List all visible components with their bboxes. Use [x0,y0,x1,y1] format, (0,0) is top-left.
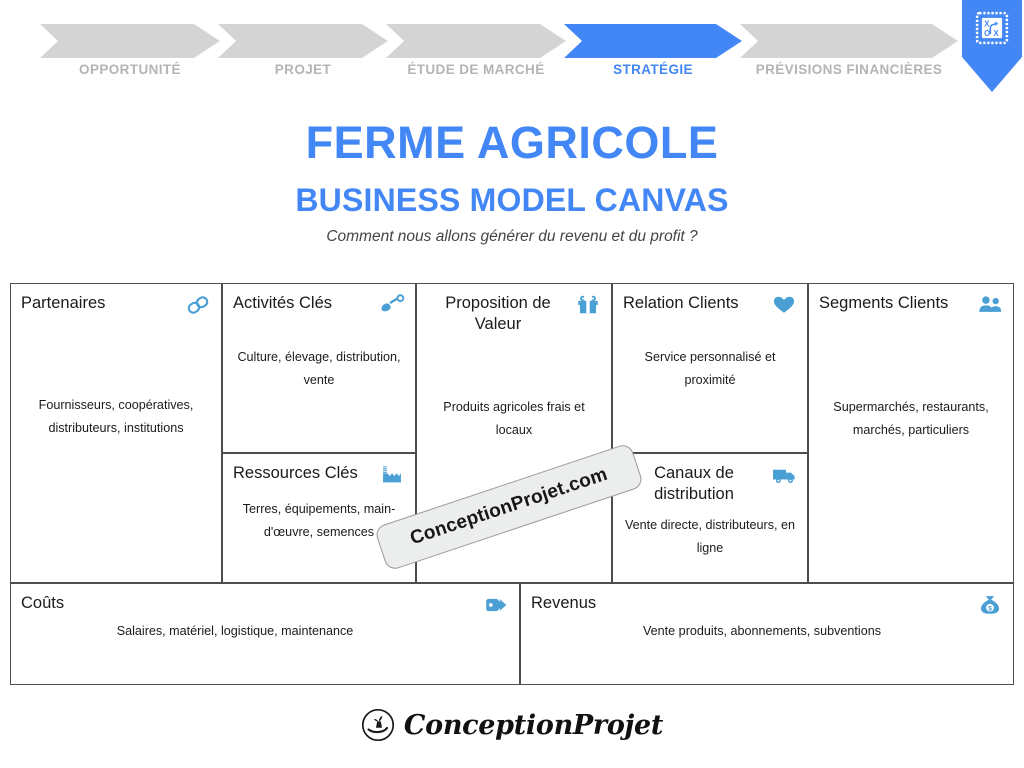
step-chevron-shape [564,24,742,58]
page-title: FERME AGRICOLE [305,117,719,168]
svg-text:X: X [984,20,990,29]
hand-seedling-circle-icon [361,708,394,742]
page-tagline: Comment nous allons générer du revenu et… [326,227,698,245]
block-body: Service personnalisé et proximité [644,350,776,388]
block-title: Canaux de distribution [654,464,734,503]
users-group-icon [979,296,1002,312]
block-body: Terres, équipements, main-d'œuvre, semen… [242,502,396,540]
step-chevron-shape [740,24,958,58]
block-title: Activités Clés [233,294,333,312]
block-body: Supermarchés, restaurants, marchés, part… [833,400,989,438]
block-header: Revenus $ [531,593,1003,617]
footer-brand-name: ConceptionProjet [403,709,664,741]
gift-icon [578,295,598,314]
block-title: Segments Clients [819,294,949,312]
heart-icon [773,296,795,313]
block-body: Vente produits, abonnements, subventions [642,624,882,638]
title-block: FERME AGRICOLE BUSINESS MODEL CANVAS Com… [0,118,1024,246]
delivery-truck-icon [773,469,795,484]
block-body: Produits agricoles frais et locaux [443,400,585,438]
canvas-block-revenus[interactable]: Revenus $ Vente produits, abonnements, s… [520,583,1014,685]
step-chevron-shape [386,24,566,58]
block-header: Partenaires [21,293,211,317]
canvas-block-partenaires[interactable]: Partenaires Fournisseurs, coopératives, … [10,283,222,583]
stepper-step-etude-de-marche[interactable]: ÉTUDE DE MARCHÉ [386,24,566,77]
chain-link-icon [187,296,209,314]
canvas-block-couts[interactable]: Coûts Salaires, matériel, logistique, ma… [10,583,520,685]
canvas-block-activites-cles[interactable]: Activités Clés Culture, élevage, distrib… [222,283,416,453]
canvas-block-ressources-cles[interactable]: Ressources Clés Terres, équipements, mai… [222,453,416,583]
block-title: Partenaires [21,294,106,312]
svg-text:X: X [993,29,999,38]
stepper-step-label: ÉTUDE DE MARCHÉ [407,62,545,77]
stepper-step-previsions-financieres[interactable]: PRÉVISIONS FINANCIÈRES [740,24,958,77]
stepper-step-strategie[interactable]: STRATÉGIE [564,24,742,77]
price-tag-icon [486,598,507,612]
block-header: Coûts [21,593,509,617]
block-header: Ressources Clés [233,463,405,487]
block-header: Activités Clés [233,293,405,317]
progress-stepper: OPPORTUNITÉ PROJET ÉTUDE DE MARCHÉ STRAT… [0,0,1024,104]
canvas-block-segments-clients[interactable]: Segments Clients Supermarchés, restauran… [808,283,1014,583]
step-chevron-shape [218,24,388,58]
page-subtitle: BUSINESS MODEL CANVAS [295,181,729,218]
money-bag-icon: $ [981,596,999,614]
strategy-board-icon: X O X [975,11,1009,45]
block-title: Relation Clients [623,294,739,312]
shovel-icon [381,294,405,312]
block-header: Segments Clients [819,293,1003,317]
block-header: Canaux de distribution [623,463,797,504]
footer-branding: ConceptionProjet [0,708,1024,742]
block-body: Vente directe, distributeurs, en ligne [624,518,796,556]
step-chevron-shape [40,24,220,58]
block-title: Proposition de Valeur [445,294,551,333]
block-body: Fournisseurs, coopératives, distributeur… [38,398,194,436]
stepper-step-label: STRATÉGIE [613,62,693,77]
block-header: Relation Clients [623,293,797,317]
stepper-step-opportunite[interactable]: OPPORTUNITÉ [40,24,220,77]
business-model-canvas-grid: Partenaires Fournisseurs, coopératives, … [10,283,1014,685]
stepper-step-label: PRÉVISIONS FINANCIÈRES [755,62,943,77]
stage-marker-pin: X O X [962,0,1022,92]
svg-text:O: O [984,29,990,38]
svg-text:$: $ [988,605,992,612]
block-title: Coûts [21,594,65,612]
block-body: Culture, élevage, distribution, vente [237,350,401,388]
block-title: Ressources Clés [233,464,358,482]
stepper-step-label: OPPORTUNITÉ [79,62,181,77]
block-body: Salaires, matériel, logistique, maintena… [116,624,354,638]
stepper-step-label: PROJET [274,62,332,77]
block-header: Proposition de Valeur [427,293,601,334]
canvas-block-relation-clients[interactable]: Relation Clients Service personnalisé et… [612,283,808,453]
factory-icon [383,466,401,483]
block-title: Revenus [531,594,597,612]
canvas-block-canaux-de-distribution[interactable]: Canaux de distribution Vente directe, di… [612,453,808,583]
stepper-step-projet[interactable]: PROJET [218,24,388,77]
